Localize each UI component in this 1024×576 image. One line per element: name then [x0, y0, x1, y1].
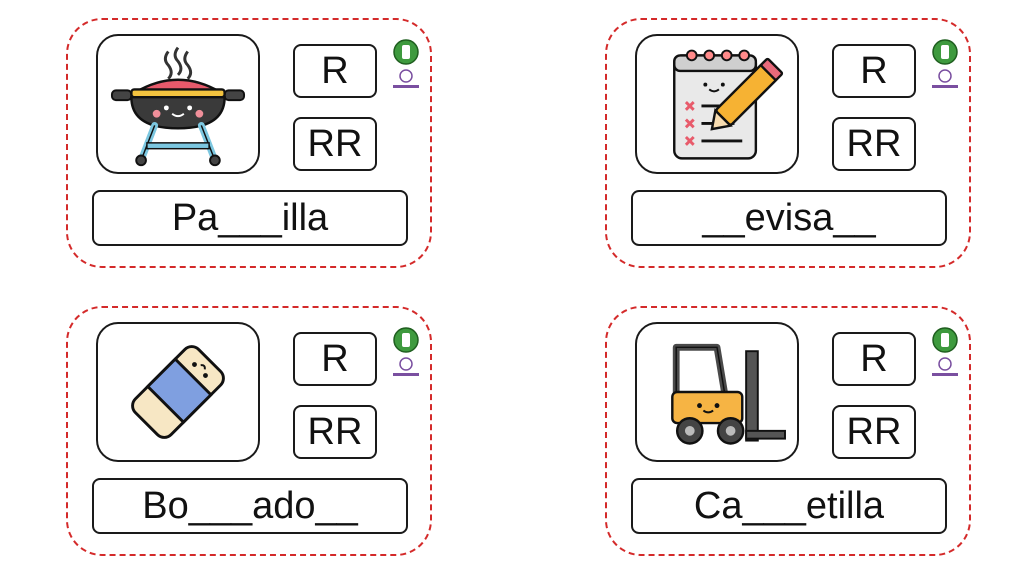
picture-frame: [96, 34, 260, 174]
forklift-icon: [671, 343, 786, 445]
card-notepad: R RR __evisa__: [605, 18, 971, 268]
option-r-button[interactable]: R: [832, 44, 916, 98]
logo: [930, 326, 960, 386]
eraser-icon: [131, 345, 225, 439]
logo: [391, 326, 421, 386]
picture-frame: [635, 322, 799, 462]
word-box: Bo___ado__: [92, 478, 408, 534]
word-box: Pa___illa: [92, 190, 408, 246]
card-forklift: R RR Ca___etilla: [605, 306, 971, 556]
card-eraser: R RR Bo___ado__: [66, 306, 432, 556]
option-r-button[interactable]: R: [293, 44, 377, 98]
option-r-button[interactable]: R: [832, 332, 916, 386]
word-box: Ca___etilla: [631, 478, 947, 534]
option-rr-button[interactable]: RR: [293, 117, 377, 171]
option-rr-button[interactable]: RR: [832, 405, 916, 459]
notepad-pencil-icon: [673, 49, 784, 160]
option-r-button[interactable]: R: [293, 332, 377, 386]
card-barbecue: R RR Pa___illa: [66, 18, 432, 268]
barbecue-grill-icon: [110, 46, 246, 167]
option-rr-button[interactable]: RR: [293, 405, 377, 459]
logo: [391, 38, 421, 98]
option-rr-button[interactable]: RR: [832, 117, 916, 171]
logo: [930, 38, 960, 98]
picture-frame: [635, 34, 799, 174]
word-box: __evisa__: [631, 190, 947, 246]
picture-frame: [96, 322, 260, 462]
